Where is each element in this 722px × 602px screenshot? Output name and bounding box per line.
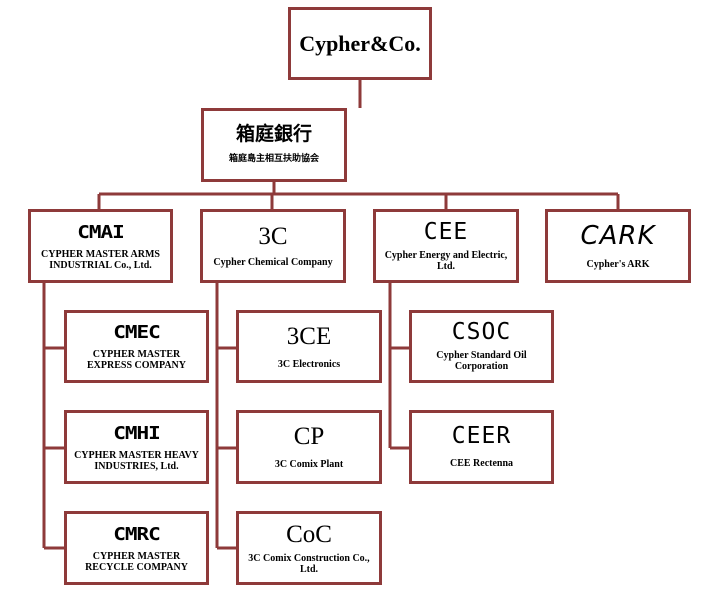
org-node-title: Cypher&Co. [299, 30, 421, 56]
org-node-name: Cypher Standard Oil Corporation [436, 350, 527, 372]
cee-logo: CEE [423, 218, 469, 245]
org-node-name: Cypher's ARK [586, 258, 650, 270]
org-node-name: Cypher Chemical Company [213, 257, 333, 268]
cark-logo: CARK [580, 220, 656, 251]
org-node-3c: 3C Cypher Chemical Company [200, 209, 346, 283]
3ce-logo: 3CE [286, 322, 332, 350]
org-node-cp: CP 3C Comix Plant [236, 410, 382, 484]
cmec-logo: CMEC [113, 321, 161, 343]
cp-logo: CP [293, 423, 325, 450]
org-node-cmrc: CMRC CYPHER MASTER RECYCLE COMPANY [64, 511, 209, 585]
ceer-logo: CEER [451, 423, 512, 449]
org-node-cee: CEE Cypher Energy and Electric, Ltd. [373, 209, 519, 283]
org-node-name: 3C Comix Construction Co., Ltd. [248, 552, 370, 575]
org-node-cmai: CMAI CYPHER MASTER ARMS INDUSTRIAL Co., … [28, 209, 173, 283]
cmhi-logo: CMHI [113, 422, 161, 443]
org-node-name: CYPHER MASTER RECYCLE COMPANY [85, 550, 188, 573]
org-node-3ce: 3CE 3C Electronics [236, 310, 382, 383]
org-node-cmec: CMEC CYPHER MASTER EXPRESS COMPANY [64, 310, 209, 383]
cmai-logo: CMAI [77, 221, 125, 242]
org-node-name: CYPHER MASTER HEAVY INDUSTRIES, Ltd. [74, 449, 199, 472]
org-node-title: 箱庭銀行 [235, 123, 312, 145]
org-node-csoc: CSOC Cypher Standard Oil Corporation [409, 310, 554, 383]
org-node-name: 3C Electronics [277, 358, 341, 370]
org-node-name: Cypher Energy and Electric, Ltd. [384, 249, 508, 272]
org-node-hakoniwa-bank: 箱庭銀行 箱庭島主相互扶助協会 [201, 108, 347, 182]
coc-logo: CoC [286, 520, 332, 548]
org-node-name: CEE Rectenna [449, 458, 514, 469]
org-node-coc: CoC 3C Comix Construction Co., Ltd. [236, 511, 382, 585]
org-node-subtitle: 箱庭島主相互扶助協会 [228, 154, 319, 164]
org-node-cark: CARK Cypher's ARK [545, 209, 691, 283]
org-node-cmhi: CMHI CYPHER MASTER HEAVY INDUSTRIES, Ltd… [64, 410, 209, 484]
3c-logo: 3C [258, 223, 288, 250]
org-node-cypher-co: Cypher&Co. [288, 7, 432, 80]
org-node-ceer: CEER CEE Rectenna [409, 410, 554, 484]
org-node-name: 3C Comix Plant [274, 459, 344, 470]
org-node-name: CYPHER MASTER EXPRESS COMPANY [87, 349, 186, 371]
cmrc-logo: CMRC [113, 523, 161, 544]
org-node-name: CYPHER MASTER ARMS INDUSTRIAL Co., Ltd. [41, 248, 160, 271]
csoc-logo: CSOC [451, 319, 512, 345]
